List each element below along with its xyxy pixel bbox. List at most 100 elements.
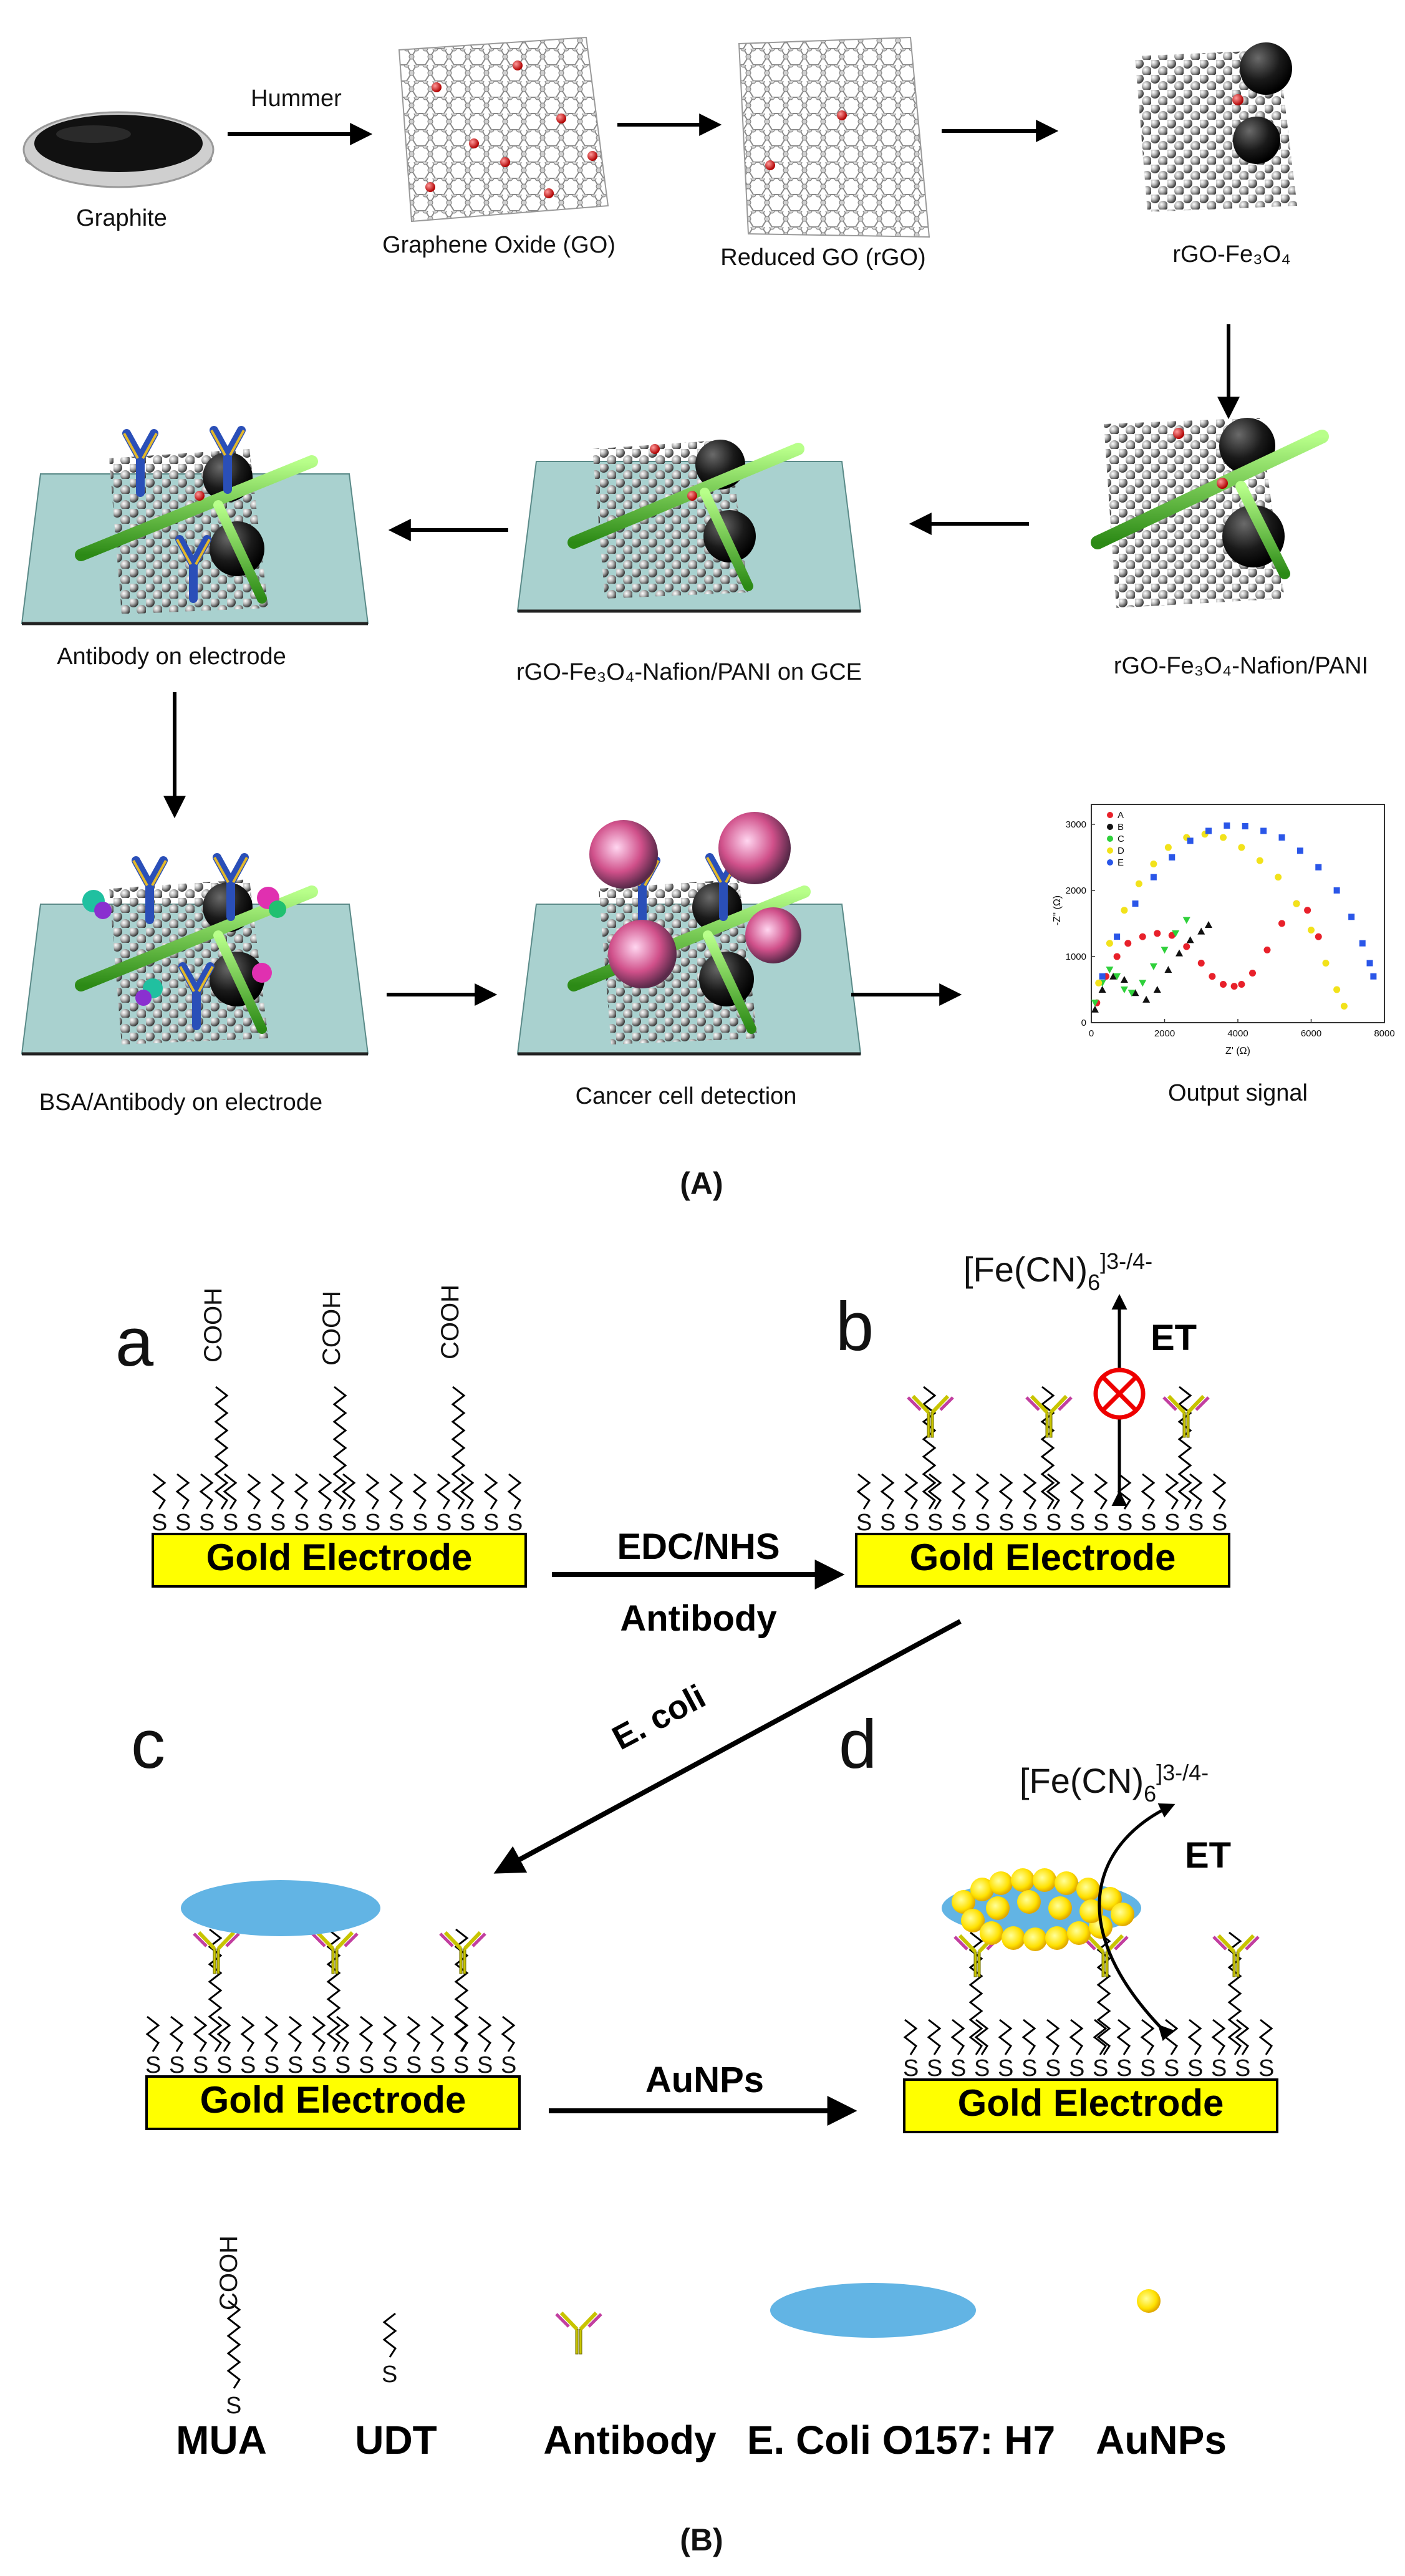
sulfur-atom: S: [145, 2052, 161, 2078]
legend-antibody: Antibody: [543, 2418, 717, 2463]
sam-chain: [294, 1473, 309, 1510]
plot-point-A: [1209, 973, 1216, 980]
legend-mua-chain: [226, 2300, 241, 2389]
plot-point-D: [1095, 979, 1103, 987]
plot-ytick-label: 2000: [1066, 885, 1086, 896]
plot-point-E: [1150, 874, 1157, 880]
sulfur-atom: S: [389, 1510, 404, 1536]
legend-mua-cooh: COOH: [215, 2236, 243, 2310]
sulfur-atom: S: [974, 2055, 990, 2082]
sam-chain: [436, 1473, 451, 1510]
electrode-d-label: Gold Electrode: [958, 2082, 1224, 2124]
sulfur-atom: S: [483, 1510, 499, 1536]
output-signal-label: Output signal: [1168, 1080, 1308, 1106]
plot-point-E: [1370, 973, 1377, 980]
sam-chain: [483, 1473, 498, 1510]
legend-mua-sulfur: S: [226, 2393, 241, 2419]
plot-point-A: [1183, 943, 1190, 950]
sam-chain: [1211, 2019, 1226, 2055]
aunp: [1011, 1868, 1035, 1892]
plot-xlabel: Z' (Ω): [1225, 1046, 1250, 1056]
plot-point-D: [1106, 940, 1113, 947]
sam-chain: [1093, 2019, 1108, 2055]
sulfur-atom: S: [998, 2055, 1013, 2082]
plot-point-D: [1333, 986, 1341, 993]
plot-point-A: [1139, 933, 1146, 940]
plot-point-E: [1333, 887, 1340, 894]
sam-chain: [430, 2015, 445, 2052]
plot-point-C: [1161, 947, 1169, 954]
sulfur-atom: S: [1069, 1510, 1085, 1536]
electrode-b-label: Gold Electrode: [910, 1536, 1176, 1578]
plot-point-B: [1164, 966, 1172, 973]
rgo-label: Reduced GO (rGO): [720, 244, 925, 271]
plot-point-B: [1131, 989, 1139, 996]
sulfur-atom: S: [501, 2052, 516, 2078]
sam-chain: [214, 1386, 229, 1510]
plot-point-E: [1348, 914, 1355, 920]
sulfur-atom: S: [1116, 2055, 1132, 2082]
bsa-antibody-electrode: [21, 857, 369, 1056]
sulfur-atom: S: [1164, 1510, 1180, 1536]
plot-point-D: [1322, 960, 1330, 967]
plot-point-A: [1168, 932, 1176, 939]
sam-chain: [1258, 2019, 1273, 2055]
plot-point-A: [1278, 920, 1285, 927]
electrode-c-label: Gold Electrode: [200, 2079, 466, 2121]
plot-point-A: [1220, 980, 1227, 988]
aunp: [1045, 1926, 1069, 1950]
plot-ytick-label: 3000: [1066, 819, 1086, 830]
sam-chain: [1116, 2019, 1131, 2055]
aunp: [1111, 1903, 1134, 1926]
sulfur-atom: S: [365, 1510, 380, 1536]
aunp: [1023, 1927, 1047, 1951]
plot-point-A: [1230, 983, 1238, 990]
plot-point-E: [1205, 827, 1212, 834]
sulfur-atom: S: [1022, 1510, 1038, 1536]
aunp: [986, 1896, 1010, 1920]
rgo-fe3o4-nafion-pani-cluster: [1091, 418, 1329, 608]
graphite-dish: [22, 111, 215, 188]
sam-chain: [950, 2019, 965, 2055]
legend-aunps: AuNPs: [1096, 2418, 1227, 2463]
plot-point-E: [1114, 933, 1121, 940]
sam-chain: [1045, 2019, 1060, 2055]
sulfur-atom: S: [1188, 1510, 1204, 1536]
plot-point-A: [1154, 930, 1161, 937]
electrode-d: Gold Electrode: [903, 2078, 1278, 2133]
sam-chain: [998, 2019, 1013, 2055]
sulfur-atom: S: [1093, 1510, 1109, 1536]
plot-point-B: [1197, 927, 1205, 935]
sam-chain: [922, 1386, 937, 1510]
nafion-pani-label: rGO-Fe₃O₄-Nafion/PANI: [1114, 653, 1368, 679]
plot-xtick-label: 8000: [1374, 1028, 1394, 1039]
panel-a-caption: (A): [680, 1166, 723, 1201]
sam-chain: [223, 1473, 238, 1510]
sulfur-atom: S: [951, 1510, 967, 1536]
sulfur-atom: S: [1164, 2055, 1179, 2082]
plot-point-C: [1139, 980, 1147, 987]
electrode-b: Gold Electrode: [855, 1533, 1230, 1588]
plot-point-B: [1153, 985, 1161, 993]
sam-chain: [501, 2015, 516, 2052]
plot-legend-label: D: [1118, 846, 1124, 856]
sam-chain: [270, 1473, 285, 1510]
plot-legend-label: C: [1118, 834, 1124, 844]
sulfur-atom: S: [193, 2052, 208, 2078]
sulfur-atom: S: [904, 1510, 919, 1536]
plot-point-C: [1120, 986, 1128, 993]
plot-point-C: [1182, 917, 1190, 924]
sam-chain: [382, 2015, 397, 2052]
sam-chain: [1069, 2019, 1084, 2055]
sulfur-atom: S: [341, 1510, 357, 1536]
mua-cooh-a3: COOH: [437, 1285, 464, 1359]
sulfur-atom: S: [975, 1510, 990, 1536]
sulfur-atom: S: [412, 1510, 428, 1536]
aunp: [961, 1909, 985, 1932]
plot-points: [1091, 822, 1377, 1013]
legend-udt: UDT: [355, 2418, 437, 2463]
plot-legend-marker: [1107, 812, 1113, 818]
sulfur-atom: S: [1046, 1510, 1061, 1536]
et-label-d: ET: [1185, 1835, 1231, 1876]
